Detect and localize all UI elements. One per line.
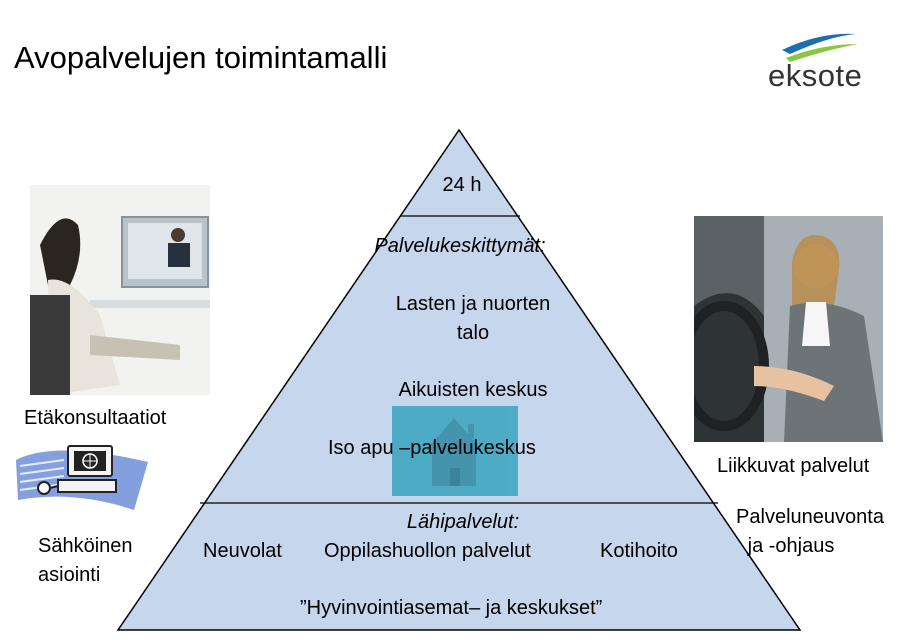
pyramid-bottom-heading: Lähipalvelut: bbox=[406, 511, 520, 533]
pyramid-middle-item-1b: talo bbox=[456, 322, 490, 344]
video-conference-photo bbox=[30, 185, 210, 395]
pyramid-middle-item-3: Iso apu –palvelukeskus bbox=[328, 437, 536, 459]
pyramid-top-label: 24 h bbox=[442, 174, 482, 196]
pyramid-middle-item-2: Aikuisten keskus bbox=[398, 379, 548, 401]
pyramid-middle-heading: Palvelukeskittymät: bbox=[374, 235, 546, 257]
advice-label-1: Palveluneuvonta bbox=[736, 506, 884, 528]
driver-photo bbox=[694, 216, 883, 442]
computer-icon bbox=[14, 440, 150, 516]
house-icon bbox=[426, 418, 482, 486]
house-icon-box bbox=[392, 406, 518, 496]
left-photo-label: Etäkonsultaatiot bbox=[24, 407, 167, 429]
pyramid-bottom-item-oppilashuolto: Oppilashuollon palvelut bbox=[324, 540, 531, 562]
logo-text: eksote bbox=[768, 58, 863, 93]
pyramid-middle-item-1a: Lasten ja nuorten bbox=[395, 293, 551, 315]
slide-title: Avopalvelujen toimintamalli bbox=[14, 40, 388, 75]
pyramid-shape bbox=[116, 128, 802, 631]
pyramid-bottom-item-neuvolat: Neuvolat bbox=[203, 540, 282, 562]
right-photo-label: Liikkuvat palvelut bbox=[717, 455, 870, 477]
eservice-label-2: asiointi bbox=[38, 564, 101, 586]
pyramid-bottom-footer: ”Hyvinvointiasemat– ja keskukset” bbox=[300, 597, 603, 619]
eksote-logo: eksote bbox=[760, 28, 876, 98]
logo-swoosh-icon bbox=[782, 33, 858, 62]
pyramid-bottom-item-kotihoito: Kotihoito bbox=[600, 540, 678, 562]
eservice-label-1: Sähköinen bbox=[38, 535, 133, 557]
advice-label-2: ja -ohjaus bbox=[747, 535, 835, 557]
